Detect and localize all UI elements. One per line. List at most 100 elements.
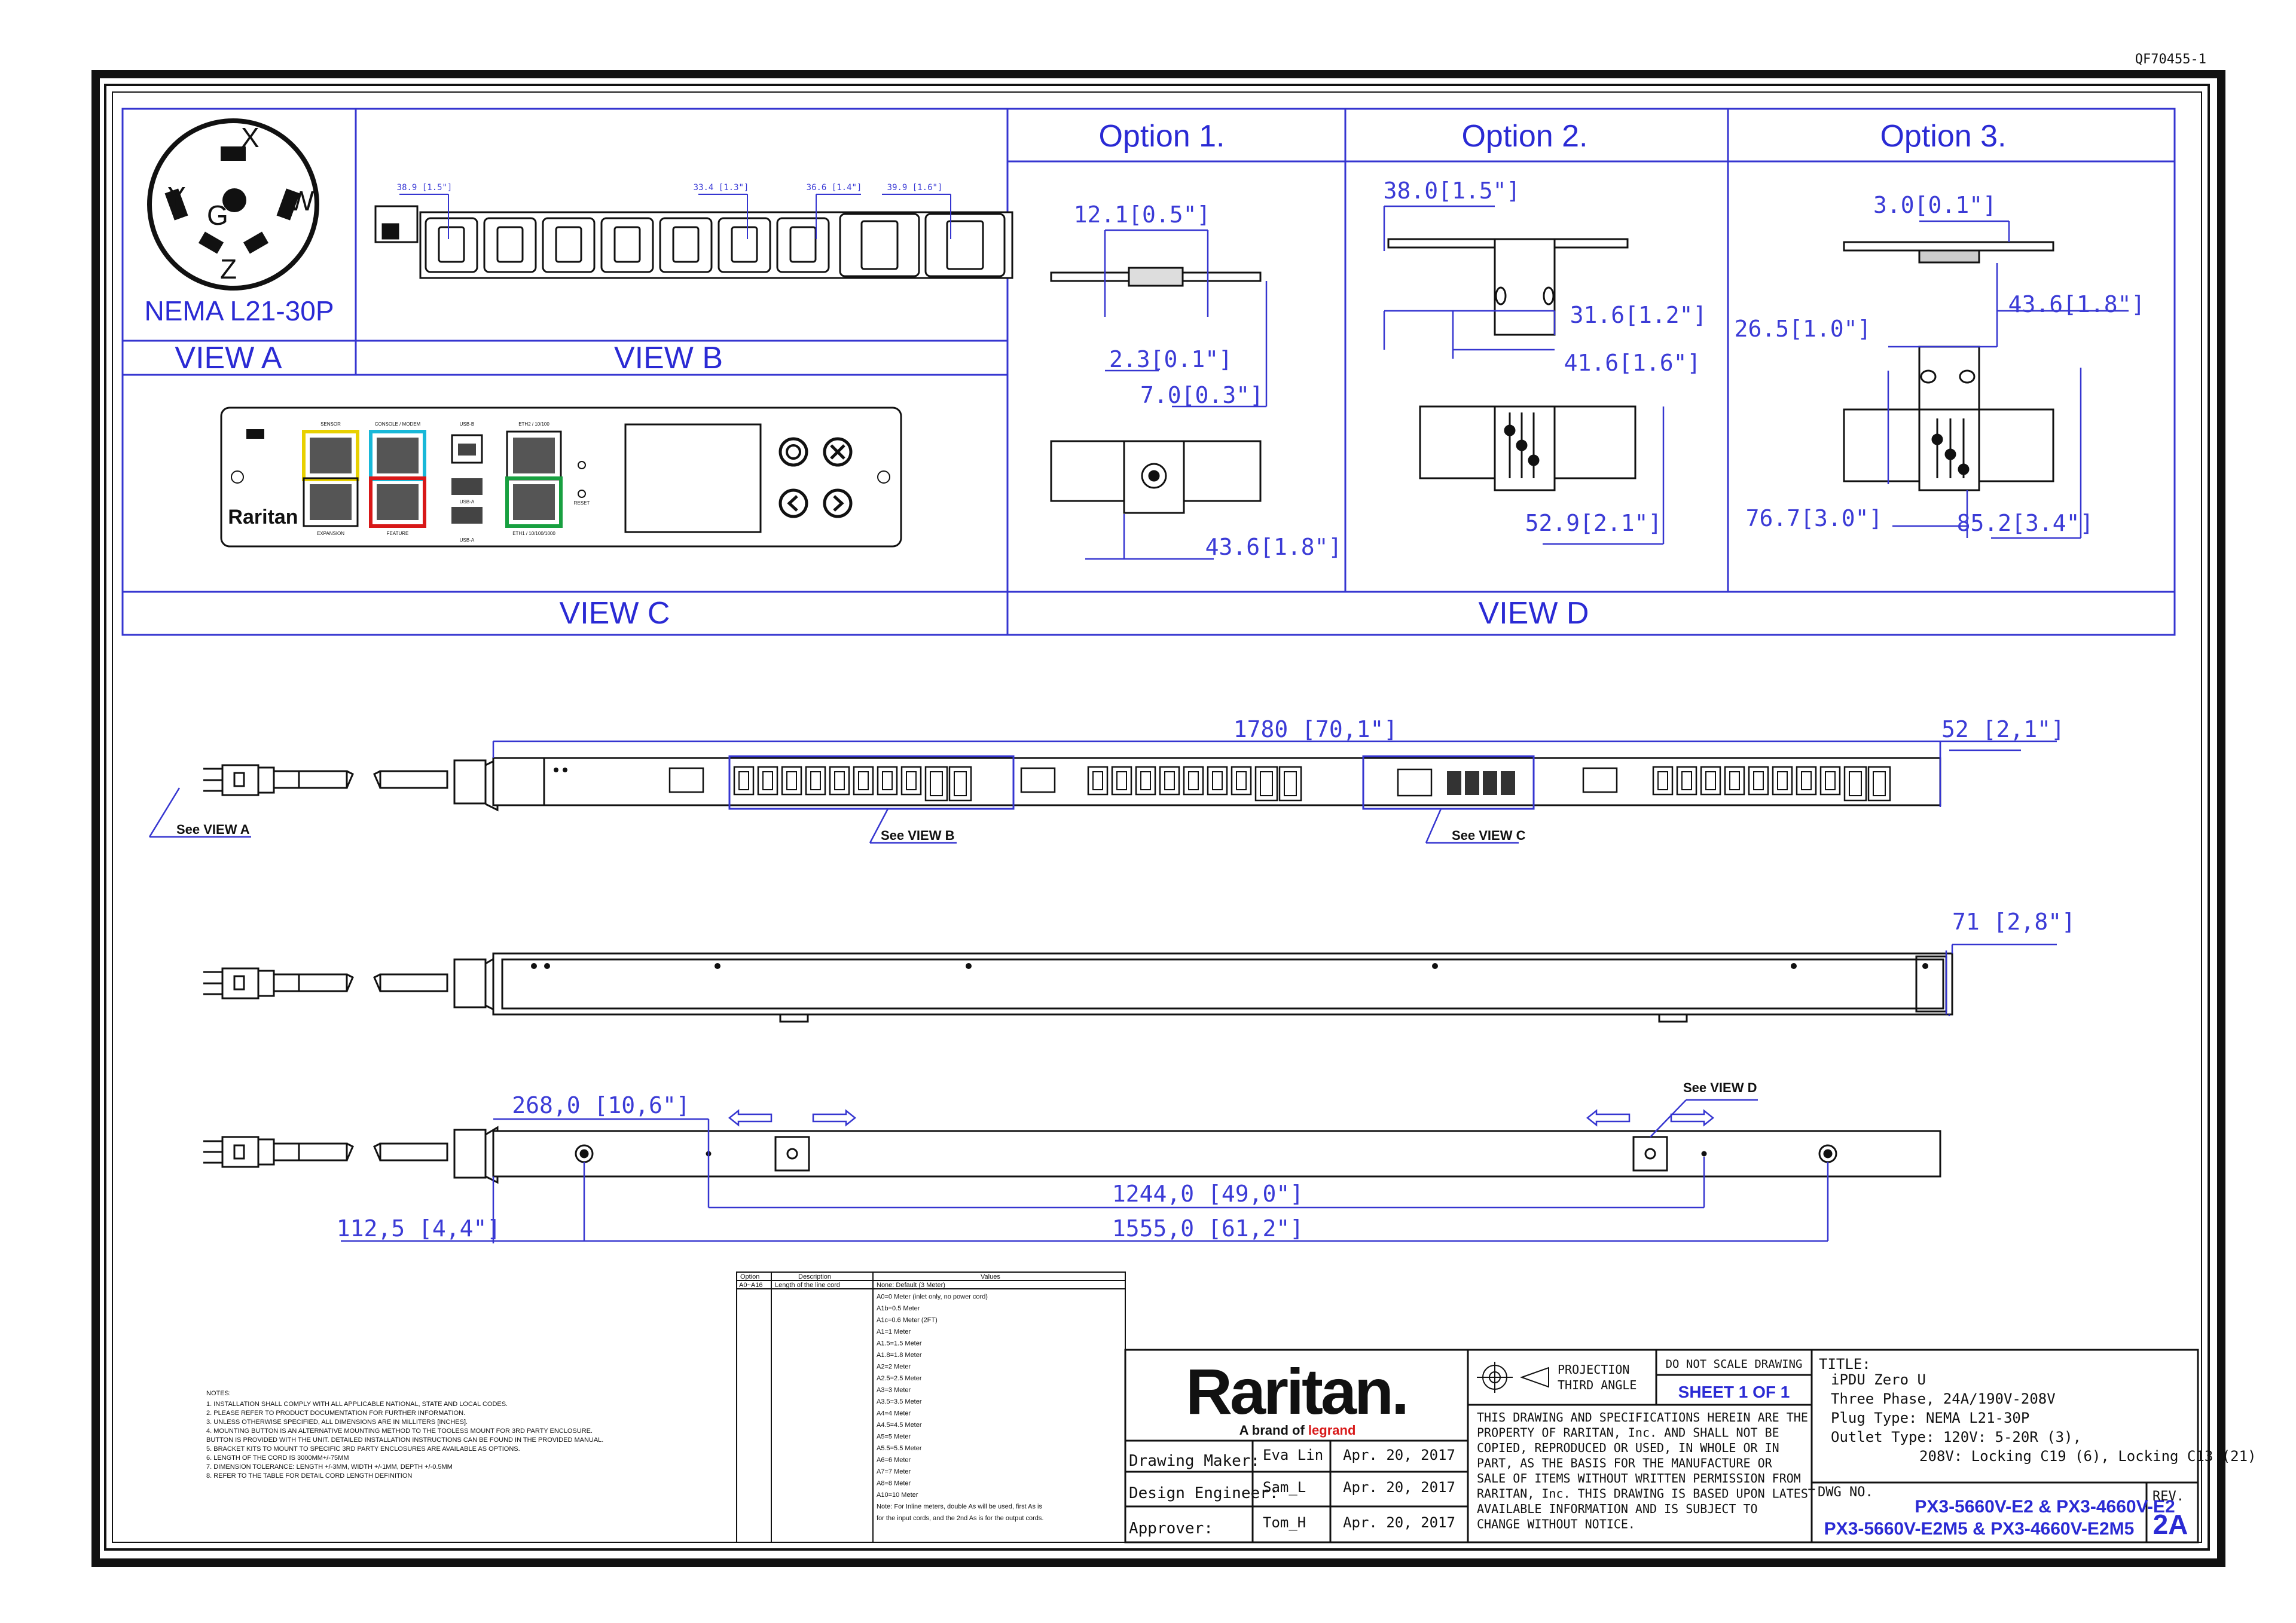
tagline-text: A brand of: [1239, 1423, 1305, 1438]
front-outlet-socket: [1825, 771, 1836, 790]
front-outlet: [1843, 766, 1867, 802]
option-2-title: Option 2.: [1461, 119, 1587, 154]
front-outlet-socket: [1188, 771, 1199, 790]
cord-value-8: A2=2 Meter: [877, 1364, 911, 1371]
front-outlet: [1772, 766, 1793, 796]
option-3-bracket: [1843, 241, 2054, 491]
back-view: [203, 1126, 1941, 1184]
side-view: [203, 952, 1953, 1023]
callout-view-a: See VIEW A: [176, 822, 250, 837]
front-outlet: [1159, 766, 1180, 796]
option-2-dim-1: 38.0[1.5"]: [1384, 178, 1521, 204]
title-line-4: Outlet Type: 120V: 5-20R (3),: [1831, 1429, 2081, 1445]
front-outlet: [1087, 766, 1109, 796]
cord-table-header-values: Values: [981, 1273, 1000, 1280]
view-b-dim-2: 33.4 [1.3"]: [694, 183, 749, 192]
cord-value-11: A3.5=3.5 Meter: [877, 1398, 922, 1405]
front-port: [1483, 771, 1497, 795]
front-outlet: [877, 766, 898, 796]
dim-width: 71 [2,8"]: [1952, 909, 2075, 935]
front-outlet-socket: [1116, 771, 1127, 790]
dim-mount-spacing: 1244,0 [49,0"]: [1112, 1181, 1303, 1207]
view-b-dim-3: 36.6 [1.4"]: [807, 183, 862, 192]
pin-x-label: X: [241, 122, 259, 153]
cord-value-1: None: Default (3 Meter): [877, 1282, 945, 1289]
front-outlet-socket: [1284, 771, 1297, 796]
front-outlet-socket: [930, 771, 943, 796]
port-label-expansion: EXPANSION: [317, 531, 344, 536]
option-2-dim-2: 31.6[1.2"]: [1570, 302, 1707, 328]
note-7: 6. LENGTH OF THE CORD IS 3000MM+/-75MM: [206, 1454, 349, 1462]
cord-value-17: A7=7 Meter: [877, 1468, 911, 1475]
option-1-dim-4: 43.6[1.8"]: [1205, 534, 1342, 560]
role-name: Sam_L: [1263, 1479, 1306, 1496]
front-breaker: [668, 767, 704, 793]
projection-label: PROJECTION: [1558, 1362, 1629, 1377]
cord-value-3: A1b=0.5 Meter: [877, 1305, 920, 1312]
port-label-feature: FEATURE: [387, 531, 409, 536]
port-label-reset: RESET: [574, 500, 590, 506]
front-breaker: [1582, 767, 1618, 793]
cord-table-values: None: Default (3 Meter) A0=0 Meter (inlet…: [877, 1282, 1043, 1522]
front-outlet: [805, 766, 826, 796]
disclaimer-line-1: THIS DRAWING AND SPECIFICATIONS HEREIN A…: [1477, 1410, 1808, 1425]
front-outlet: [1748, 766, 1769, 796]
front-outlet: [1111, 766, 1132, 796]
front-outlet-socket: [762, 771, 773, 790]
title-block-brand: Raritan.: [1186, 1355, 1407, 1428]
front-outlet-socket: [1681, 771, 1692, 790]
c13-outlet-socket: [438, 226, 465, 263]
front-outlet-socket: [738, 771, 749, 790]
option-3-dim-4: 76.7[3.0"]: [1746, 505, 1883, 531]
disclaimer-line-7: AVAILABLE INFORMATION AND IS SUBJECT TO: [1477, 1502, 1758, 1516]
dim-depth: 52 [2,1"]: [1941, 716, 2065, 742]
front-outlet-socket: [906, 771, 917, 790]
projection-symbol: [1477, 1362, 1549, 1393]
front-outlet-socket: [1705, 771, 1716, 790]
c19-outlet: [924, 213, 1006, 277]
title-block: [1124, 1349, 2199, 1543]
view-d-label: VIEW D: [1479, 596, 1589, 631]
pin-g-label: G: [207, 200, 228, 231]
cord-value-19: A10=10 Meter: [877, 1491, 918, 1499]
plug-name: NEMA L21-30P: [144, 295, 334, 326]
mount-arrows: [728, 1099, 1758, 1138]
disclaimer-line-4: PART, AS THE BASIS FOR THE MANUFACTURE O…: [1477, 1456, 1773, 1471]
note-9: 8. REFER TO THE TABLE FOR DETAIL CORD LE…: [206, 1472, 412, 1480]
dwg-label: DWG NO.: [1818, 1485, 1873, 1500]
role-date: Apr. 20, 2017: [1343, 1447, 1455, 1463]
front-outlet-socket: [1849, 771, 1862, 796]
front-dot: [554, 768, 558, 772]
option-1-title: Option 1.: [1098, 119, 1225, 154]
front-outlet: [1676, 766, 1697, 796]
c13-outlet-socket: [672, 226, 700, 263]
front-outlet: [1135, 766, 1156, 796]
front-view-highlights: [728, 755, 1535, 810]
c19-outlet-socket: [860, 220, 899, 270]
front-outlet: [1700, 766, 1721, 796]
port-label-usb-a1: USB-A: [460, 499, 475, 505]
dim-offset-start: 268,0 [10,6"]: [512, 1092, 689, 1118]
role-name: Eva Lin: [1263, 1447, 1323, 1463]
port-label-console: CONSOLE / MODEM: [375, 421, 421, 427]
side-view-dots: [531, 963, 1928, 969]
cord-value-2: A0=0 Meter (inlet only, no power cord): [877, 1294, 988, 1301]
disclaimer: THIS DRAWING AND SPECIFICATIONS HEREIN A…: [1477, 1410, 1815, 1532]
front-outlet: [733, 766, 755, 796]
nema-plug-face: X Y G W Z: [147, 118, 319, 291]
option-1-dim-3: 7.0[0.3"]: [1140, 382, 1263, 408]
c13-outlet-socket: [613, 226, 641, 263]
front-outlet-socket: [810, 771, 821, 790]
disclaimer-line-2: PROPERTY OF RARITAN, Inc. AND SHALL NOT …: [1477, 1426, 1779, 1440]
front-outlet: [757, 766, 778, 796]
projection-angle: THIRD ANGLE: [1558, 1378, 1636, 1392]
front-outlet-socket: [1140, 771, 1151, 790]
note-6: 5. BRACKET KITS TO MOUNT TO SPECIFIC 3RD…: [206, 1445, 520, 1453]
cord-value-20: Note: For Inline meters, double As will …: [877, 1503, 1042, 1511]
front-outlet: [900, 766, 922, 796]
notes-heading: NOTES:: [206, 1390, 231, 1397]
disclaimer-line-8: CHANGE WITHOUT NOTICE.: [1477, 1517, 1635, 1532]
